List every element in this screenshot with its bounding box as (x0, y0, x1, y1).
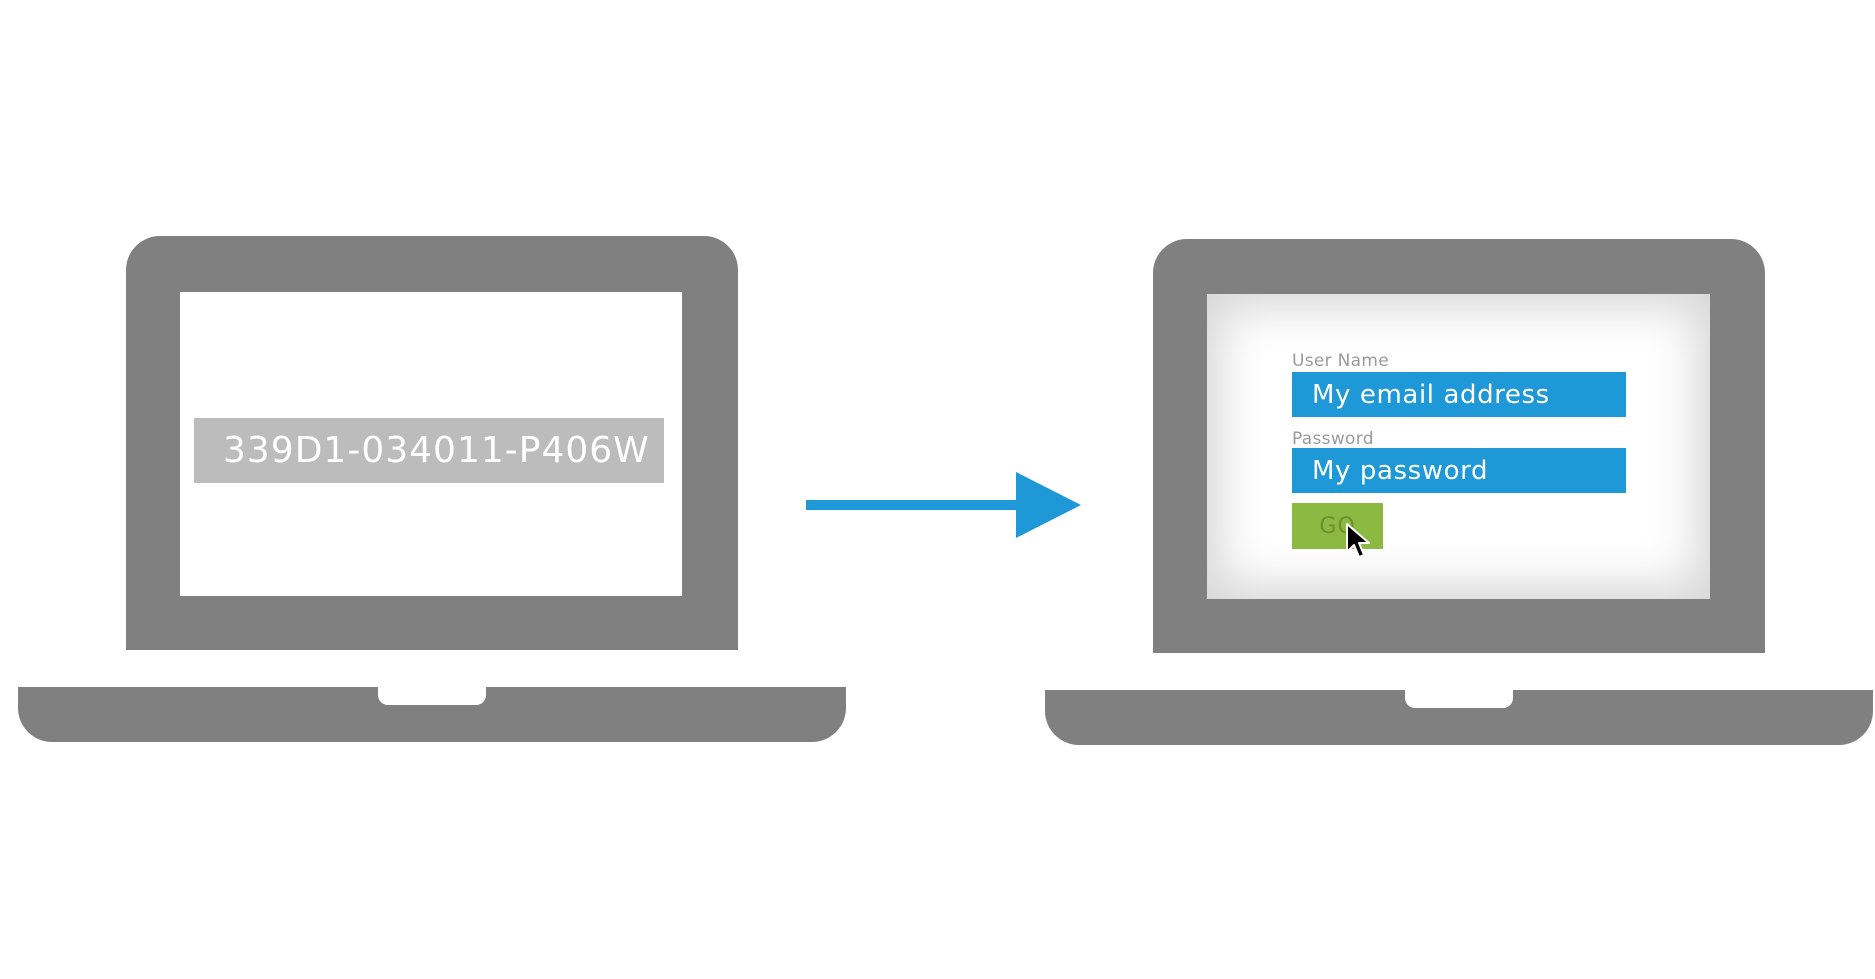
arrow-head (1016, 472, 1081, 538)
mouse-pointer-icon (1346, 523, 1370, 558)
username-value: My email address (1312, 379, 1550, 410)
arrow-shaft (806, 500, 1028, 510)
right-laptop-notch (1405, 690, 1513, 708)
password-value: My password (1312, 455, 1489, 486)
username-field[interactable]: My email address (1292, 372, 1626, 417)
username-label: User Name (1292, 351, 1390, 371)
password-label: Password (1292, 429, 1374, 449)
password-field[interactable]: My password (1292, 448, 1626, 493)
login-form: User Name My email address Password My p… (1292, 351, 1626, 558)
left-laptop-notch (378, 687, 486, 705)
left-laptop: 339D1-034011-P406W (18, 236, 846, 742)
right-arrow-icon (806, 472, 1081, 538)
right-laptop-screen (1207, 294, 1710, 599)
activation-code-box: 339D1-034011-P406W (194, 418, 664, 483)
activation-code-text: 339D1-034011-P406W (223, 430, 650, 471)
right-laptop: User Name My email address Password My p… (1045, 239, 1873, 745)
